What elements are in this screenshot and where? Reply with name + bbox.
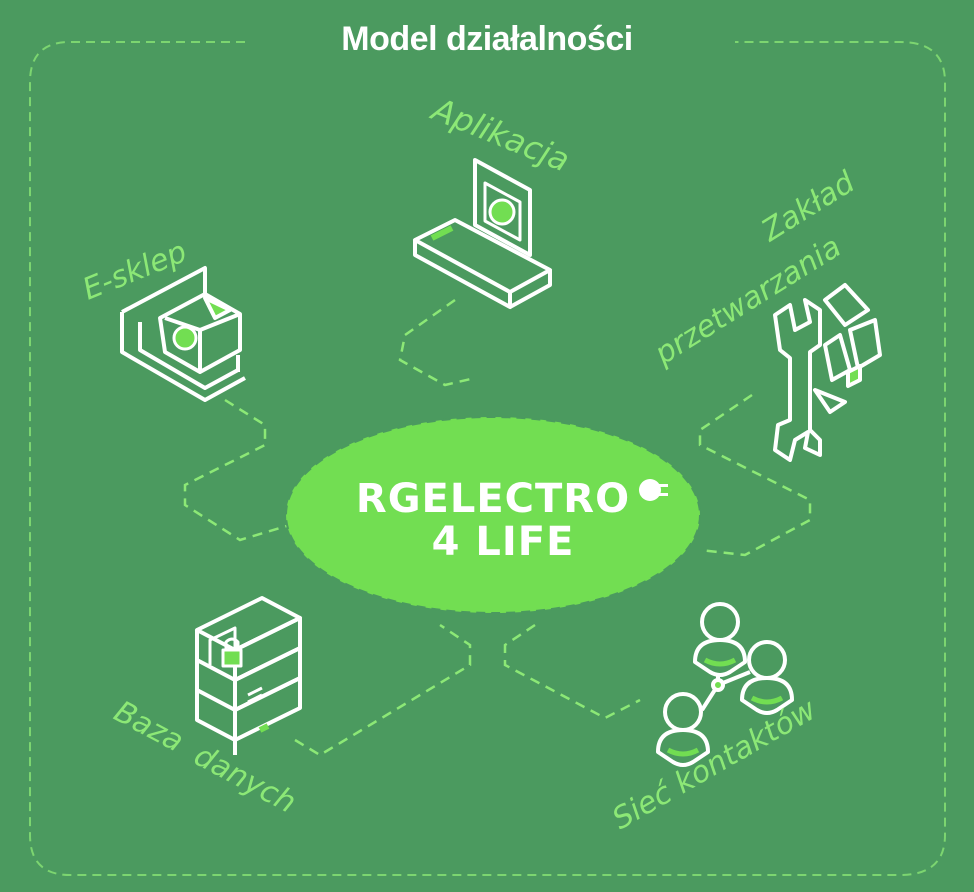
plug-icon [639, 479, 668, 501]
connectors [183, 298, 812, 757]
label-db-line1: Baza [108, 694, 189, 759]
label-shop: E-sklep [78, 234, 192, 307]
center-hub: RGELECTRO 4 LIFE [285, 416, 701, 614]
label-plant-line2: przetwarzania [648, 230, 848, 373]
wrench-recycle-icon [773, 283, 882, 462]
page-title: Model działalności [341, 20, 633, 58]
server-database-icon [195, 596, 302, 755]
person-2-icon [740, 640, 794, 715]
connector-db [294, 623, 472, 757]
shop-box-icon [120, 266, 246, 402]
label-plant-line1: Zakład [755, 164, 862, 249]
connector-app [398, 298, 476, 387]
people-network-icon [656, 602, 794, 767]
logo-line-1: RGELECTRO [356, 476, 630, 522]
person-1-icon [693, 602, 747, 677]
label-network: Sieć kontaktów [607, 692, 823, 837]
connector-plant [698, 393, 812, 557]
outer-frame [29, 41, 946, 876]
connector-shop [183, 398, 291, 542]
connector-network [503, 623, 641, 720]
laptop-app-icon [413, 158, 552, 309]
label-app: Aplikacja [425, 89, 575, 179]
person-3-icon [656, 692, 710, 767]
label-db-line2: danych [188, 738, 301, 820]
logo-line-2: 4 LIFE [432, 519, 575, 565]
